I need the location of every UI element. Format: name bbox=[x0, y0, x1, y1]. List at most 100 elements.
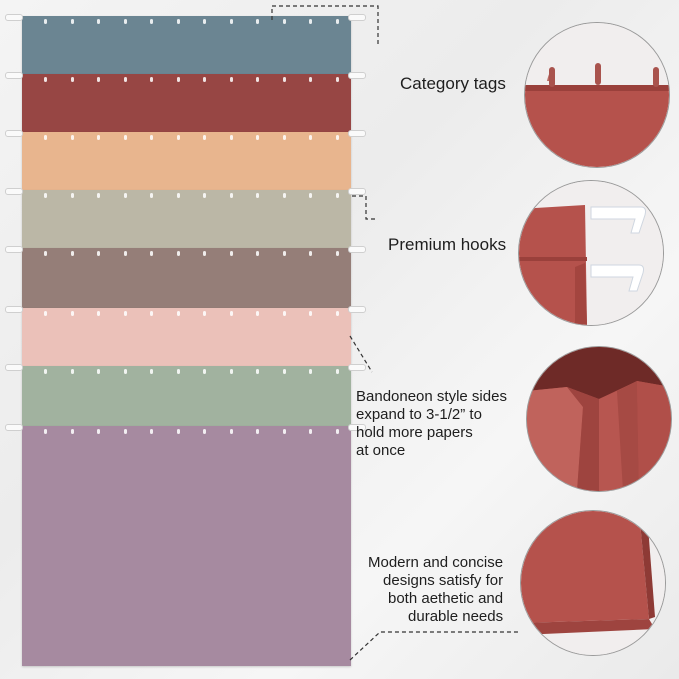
tab-slot-icon bbox=[229, 19, 233, 24]
callout-label-sides-line4: at once bbox=[356, 442, 406, 459]
tab-slot-icon bbox=[335, 77, 339, 82]
tab-slot-icon bbox=[97, 77, 100, 82]
closeup-premium-hooks bbox=[518, 180, 664, 326]
callout-label-design-line1: Modern and concise bbox=[368, 554, 504, 571]
tab-slot-icon bbox=[70, 193, 74, 198]
left-hook-icon bbox=[5, 424, 23, 431]
tab-slot-icon bbox=[123, 193, 127, 198]
folder-blue bbox=[22, 16, 351, 74]
tab-slot-icon bbox=[309, 135, 312, 140]
tab-slot-icon bbox=[123, 19, 127, 24]
right-hook-icon bbox=[348, 364, 366, 371]
callout-label-tags: Category tags bbox=[400, 74, 506, 93]
tab-slot-icon bbox=[203, 19, 206, 24]
tab-slot-icon bbox=[203, 311, 206, 316]
callout-label-sides-line2: expand to 3-1/2” to bbox=[356, 406, 482, 423]
tab-slot-icon bbox=[335, 193, 339, 198]
folder-corner-closeup-icon bbox=[521, 511, 665, 655]
tab-slot-icon bbox=[282, 77, 286, 82]
tab-slot-icon bbox=[229, 77, 233, 82]
tab-slot-icon bbox=[229, 251, 233, 256]
tab-slot-icon bbox=[150, 77, 153, 82]
tab-slot-icon bbox=[97, 369, 100, 374]
right-hook-icon bbox=[348, 188, 366, 195]
callout-label-sides-line1: Bandoneon style sides bbox=[356, 388, 507, 405]
tab-slot-icon bbox=[256, 251, 259, 256]
tab-slot-icon bbox=[70, 77, 74, 82]
closeup-category-tags bbox=[524, 22, 670, 168]
folder-red bbox=[22, 74, 351, 132]
tab-slot-icon bbox=[203, 429, 206, 434]
expanding-side-closeup-icon bbox=[527, 347, 671, 491]
connector-sides bbox=[349, 335, 373, 373]
tab-slot-icon bbox=[282, 251, 286, 256]
tab-slot-icon bbox=[203, 135, 206, 140]
tab-slot-icon bbox=[309, 251, 312, 256]
callout-label-design-line3: both aethetic and bbox=[388, 590, 504, 607]
tab-slot-icon bbox=[176, 251, 180, 256]
tab-slot-icon bbox=[229, 193, 233, 198]
tab-slot-icon bbox=[309, 193, 312, 198]
left-hook-icon bbox=[5, 246, 23, 253]
callout-label-sides-line3: hold more papers bbox=[356, 424, 473, 441]
tab-slot-icon bbox=[97, 193, 100, 198]
tab-slot-icon bbox=[70, 369, 74, 374]
tab-slot-icon bbox=[256, 19, 259, 24]
tab-slot-icon bbox=[44, 311, 47, 316]
tab-slot-icon bbox=[150, 429, 153, 434]
folder-sage bbox=[22, 366, 351, 426]
callout-label-design-line2: designs satisfy for bbox=[383, 572, 504, 589]
tab-slot-icon bbox=[176, 369, 180, 374]
tab-slot-icon bbox=[176, 19, 180, 24]
left-hook-icon bbox=[5, 364, 23, 371]
tab-slot-icon bbox=[150, 251, 153, 256]
left-hook-icon bbox=[5, 72, 23, 79]
tab-slot-icon bbox=[309, 311, 312, 316]
tab-slot-icon bbox=[309, 77, 312, 82]
folder-purple bbox=[22, 426, 351, 666]
tab-slot-icon bbox=[123, 369, 127, 374]
tab-slot-icon bbox=[282, 19, 286, 24]
folder-peach bbox=[22, 132, 351, 190]
tab-slot-icon bbox=[150, 311, 153, 316]
tab-slot-icon bbox=[70, 429, 74, 434]
callout-label-sides: Bandoneon style sides expand to 3-1/2” t… bbox=[356, 388, 507, 460]
tab-slot-icon bbox=[70, 311, 74, 316]
tab-slot-icon bbox=[256, 311, 259, 316]
tab-slot-icon bbox=[97, 429, 100, 434]
tab-slot-icon bbox=[70, 251, 74, 256]
tab-slot-icon bbox=[97, 311, 100, 316]
hook-closeup-icon bbox=[519, 181, 663, 325]
tab-slot-icon bbox=[256, 135, 259, 140]
tab-slot-icon bbox=[123, 135, 127, 140]
tab-slot-icon bbox=[44, 19, 47, 24]
tab-slot-icon bbox=[282, 429, 286, 434]
tab-slot-icon bbox=[282, 135, 286, 140]
tab-slot-icon bbox=[256, 429, 259, 434]
closeup-bandoneon-sides bbox=[526, 346, 672, 492]
tab-slot-icon bbox=[282, 311, 286, 316]
tab-slot-icon bbox=[335, 19, 339, 24]
connector-tags bbox=[271, 5, 379, 45]
tab-slot-icon bbox=[150, 135, 153, 140]
right-hook-icon bbox=[348, 246, 366, 253]
tab-slot-icon bbox=[70, 19, 74, 24]
tab-slot-icon bbox=[282, 193, 286, 198]
closeup-modern-design bbox=[520, 510, 666, 656]
tab-slot-icon bbox=[176, 193, 180, 198]
tab-slot-icon bbox=[335, 369, 339, 374]
right-hook-icon bbox=[348, 306, 366, 313]
tab-slot-icon bbox=[44, 429, 47, 434]
tab-slot-icon bbox=[97, 135, 100, 140]
tab-slot-icon bbox=[309, 369, 312, 374]
right-hook-icon bbox=[348, 14, 366, 21]
tab-slot-icon bbox=[176, 429, 180, 434]
callout-label-design-line4: durable needs bbox=[408, 608, 504, 625]
tab-slot-icon bbox=[335, 251, 339, 256]
tab-slot-icon bbox=[335, 429, 339, 434]
tab-slot-icon bbox=[150, 193, 153, 198]
tab-slot-icon bbox=[203, 193, 206, 198]
folder-pink bbox=[22, 308, 351, 366]
